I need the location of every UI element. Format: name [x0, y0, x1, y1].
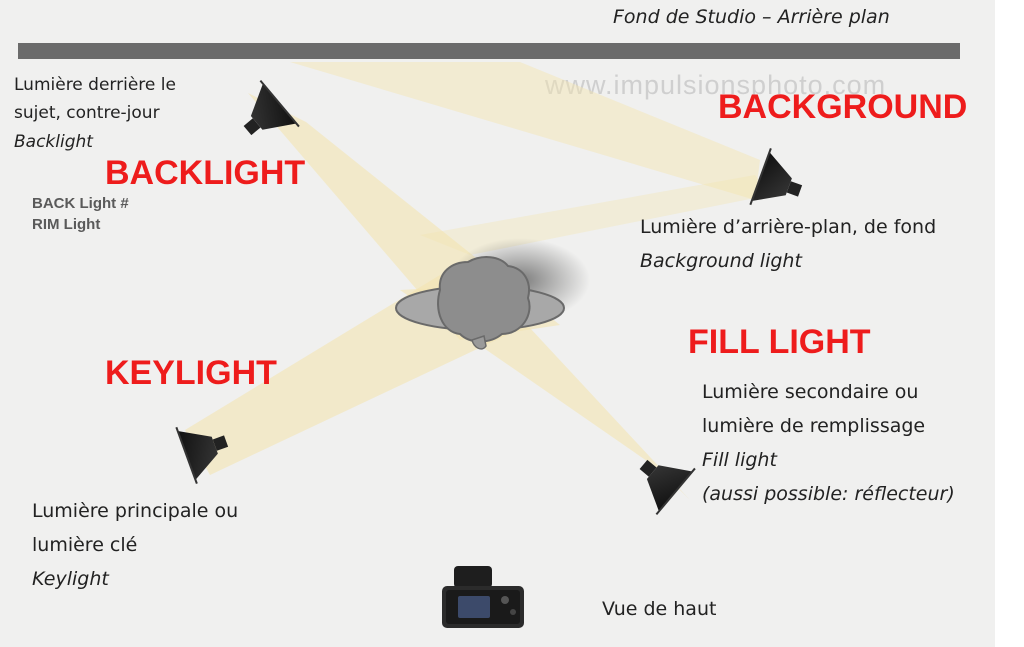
- background-desc-italic: Background light: [640, 250, 802, 272]
- watermark: www.impulsionsphoto.com: [545, 70, 887, 100]
- key-desc-line-2: lumière clé: [32, 534, 138, 556]
- key-desc-line-1: Lumière principale ou: [32, 500, 239, 522]
- fill-desc-line-2: lumière de remplissage: [702, 415, 926, 437]
- backdrop-title: Fond de Studio – Arrière plan: [613, 6, 890, 28]
- background-light-lamp: [749, 148, 803, 206]
- subject-nose: [471, 335, 487, 350]
- backlight-desc-italic: Backlight: [14, 132, 93, 152]
- key-desc-italic: Keylight: [32, 568, 109, 590]
- backlight-sub-line-1: BACK Light #: [32, 195, 129, 212]
- backlight-lamp: [243, 79, 300, 136]
- camera-icon: [442, 566, 524, 628]
- fill-light-heading: FILL LIGHT: [688, 323, 871, 361]
- fill-desc-italic-1: Fill light: [702, 449, 777, 471]
- subject-head: [437, 256, 531, 343]
- fill-light-lamp: [639, 459, 696, 516]
- fill-desc-line-1: Lumière secondaire ou: [702, 381, 919, 403]
- fill-desc-italic-2: (aussi possible: réflecteur): [702, 483, 955, 505]
- background-heading: BACKGROUND: [718, 88, 968, 126]
- backlight-desc-line-1: Lumière derrière le: [14, 75, 176, 95]
- backlight-sub-line-2: RIM Light: [32, 216, 101, 233]
- keylight-heading: KEYLIGHT: [105, 354, 277, 392]
- backlight-heading: BACKLIGHT: [105, 154, 306, 192]
- camera-caption: Vue de haut: [602, 598, 717, 620]
- key-light-lamp: [175, 426, 229, 484]
- background-light-beam-2: [420, 175, 770, 255]
- backlight-desc-line-2: sujet, contre-jour: [14, 103, 160, 123]
- background-light-beam: [290, 62, 760, 200]
- studio-backdrop-bar: [18, 43, 960, 59]
- background-desc: Lumière d’arrière-plan, de fond: [640, 216, 937, 238]
